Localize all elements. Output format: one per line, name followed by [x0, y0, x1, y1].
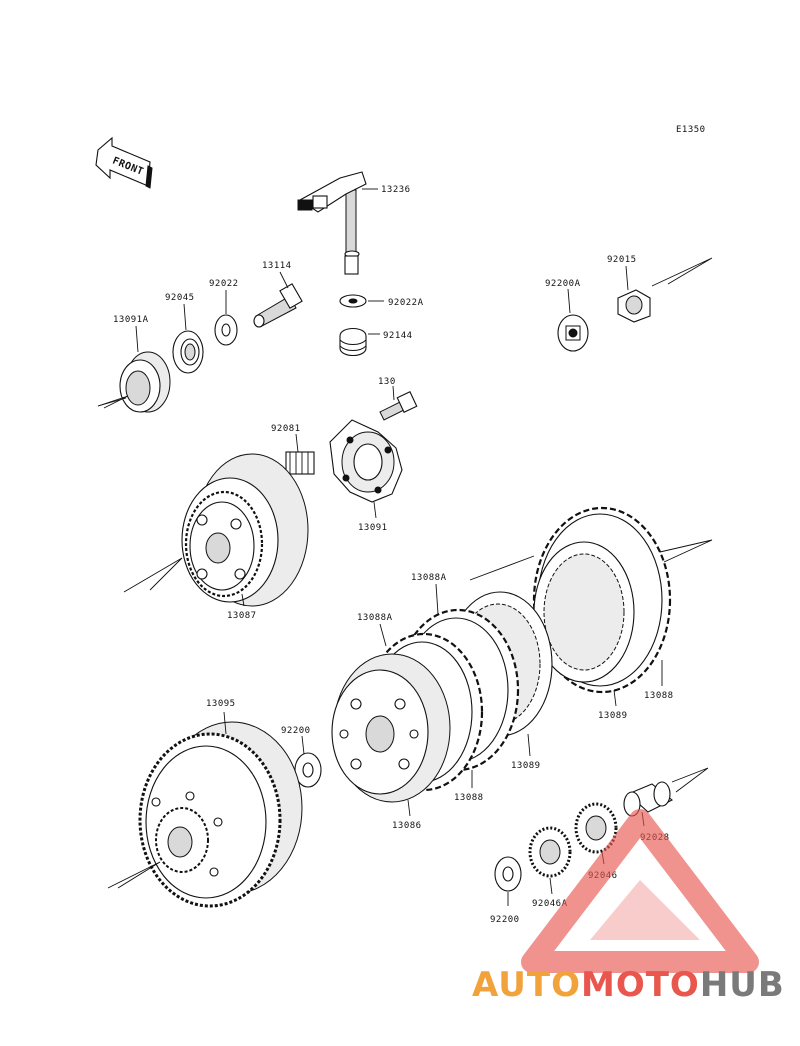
label-92081: 92081 — [271, 424, 301, 434]
label-13095: 13095 — [206, 699, 236, 709]
label-92200-mid: 92200 — [281, 726, 311, 736]
pressure-plate-13091 — [329, 419, 403, 503]
label-130: 130 — [378, 377, 396, 387]
clutch-housing-13095 — [138, 721, 303, 908]
label-92045: 92045 — [165, 293, 195, 303]
shaft-13114 — [253, 283, 303, 328]
watermark-hub: HUB — [700, 965, 785, 1005]
label-13086: 13086 — [392, 821, 422, 831]
plate-stack — [331, 506, 672, 803]
spring-92081 — [285, 451, 315, 475]
watermark-auto: AUTO — [472, 965, 581, 1005]
sleeve-92028 — [623, 781, 674, 817]
label-92200A: 92200A — [545, 279, 581, 289]
label-13088-right: 13088 — [644, 691, 674, 701]
needle-bearing-92046A — [528, 826, 572, 878]
label-13091A: 13091A — [113, 315, 149, 325]
label-92022A: 92022A — [388, 298, 424, 308]
label-13088-mid: 13088 — [454, 793, 484, 803]
label-13089-right: 13089 — [598, 711, 628, 721]
front-arrow-icon: FRONT — [95, 136, 153, 189]
label-13236: 13236 — [381, 185, 411, 195]
needle-bearing-92046 — [574, 802, 618, 854]
label-92046A: 92046A — [532, 899, 568, 909]
watermark-text: AUTOMOTOHUB — [472, 965, 785, 1005]
diagram-code: E1350 — [676, 125, 706, 135]
watermark-logo — [521, 809, 759, 973]
label-92022: 92022 — [209, 279, 239, 289]
label-13114: 13114 — [262, 261, 292, 271]
push-lever-13236 — [297, 171, 367, 275]
label-13087: 13087 — [227, 611, 257, 621]
label-92200-bot: 92200 — [490, 915, 520, 925]
clutch-hub-13087 — [181, 453, 309, 607]
label-13088A-top: 13088A — [411, 573, 447, 583]
watermark-moto: MOTO — [581, 965, 700, 1005]
bolt-130 — [379, 391, 418, 421]
label-92015: 92015 — [607, 255, 637, 265]
label-13088A-mid: 13088A — [357, 613, 393, 623]
label-92144: 92144 — [383, 331, 413, 341]
label-13091: 13091 — [358, 523, 388, 533]
holder-13091A — [119, 351, 171, 413]
label-13089-mid: 13089 — [511, 761, 541, 771]
